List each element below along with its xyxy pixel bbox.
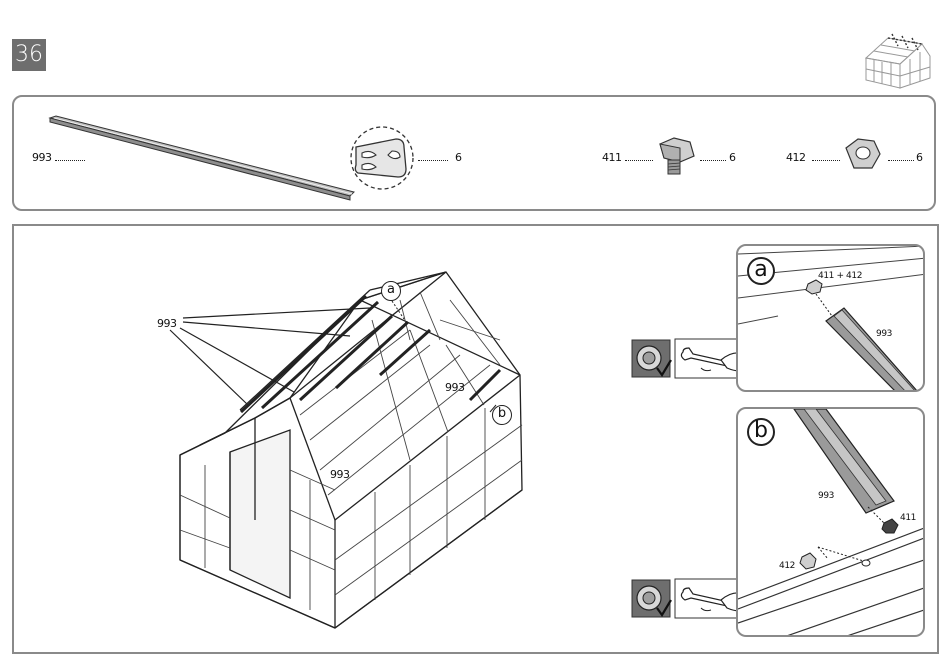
marker-b: b [492,405,512,425]
detail-b-nut-label: 412 [779,561,795,571]
label-center-profile: 993 [330,468,350,481]
detail-a-parts-label: 411 + 412 [818,271,862,281]
label-right-profile: 993 [445,381,465,394]
detail-b-bolt-label: 411 [900,513,916,523]
marker-a: a [381,281,401,301]
detail-a-profile-label: 993 [876,329,892,339]
detail-b-profile-label: 993 [818,491,834,501]
detail-b-letter: b [747,418,775,446]
callout-profile-code: 993 [157,317,177,330]
detail-a-letter: a [747,257,775,285]
